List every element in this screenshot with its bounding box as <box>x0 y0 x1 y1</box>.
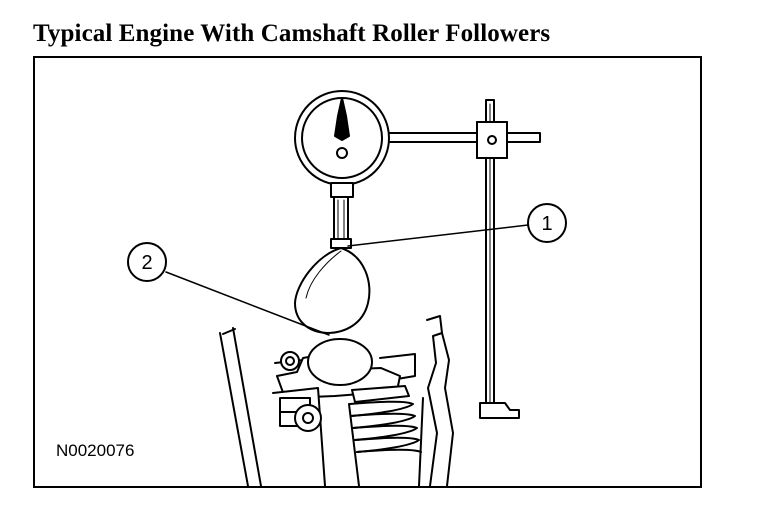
cylinder-head <box>219 315 454 486</box>
engine-illustration: 1 2 N0020076 <box>56 90 567 486</box>
callout-1-label: 1 <box>541 213 552 235</box>
callout-1 <box>527 203 567 243</box>
callout-2 <box>127 242 167 282</box>
leader-lines <box>165 224 529 336</box>
callout-2-label: 2 <box>141 252 152 274</box>
indicator-stand <box>387 99 541 419</box>
camshaft-lobe <box>294 247 371 334</box>
dial-indicator <box>294 90 390 249</box>
figure-id: N0020076 <box>56 441 134 460</box>
figure-title: Typical Engine With Camshaft Roller Foll… <box>33 20 551 47</box>
diagram-frame: 1 2 N0020076 <box>33 56 702 488</box>
